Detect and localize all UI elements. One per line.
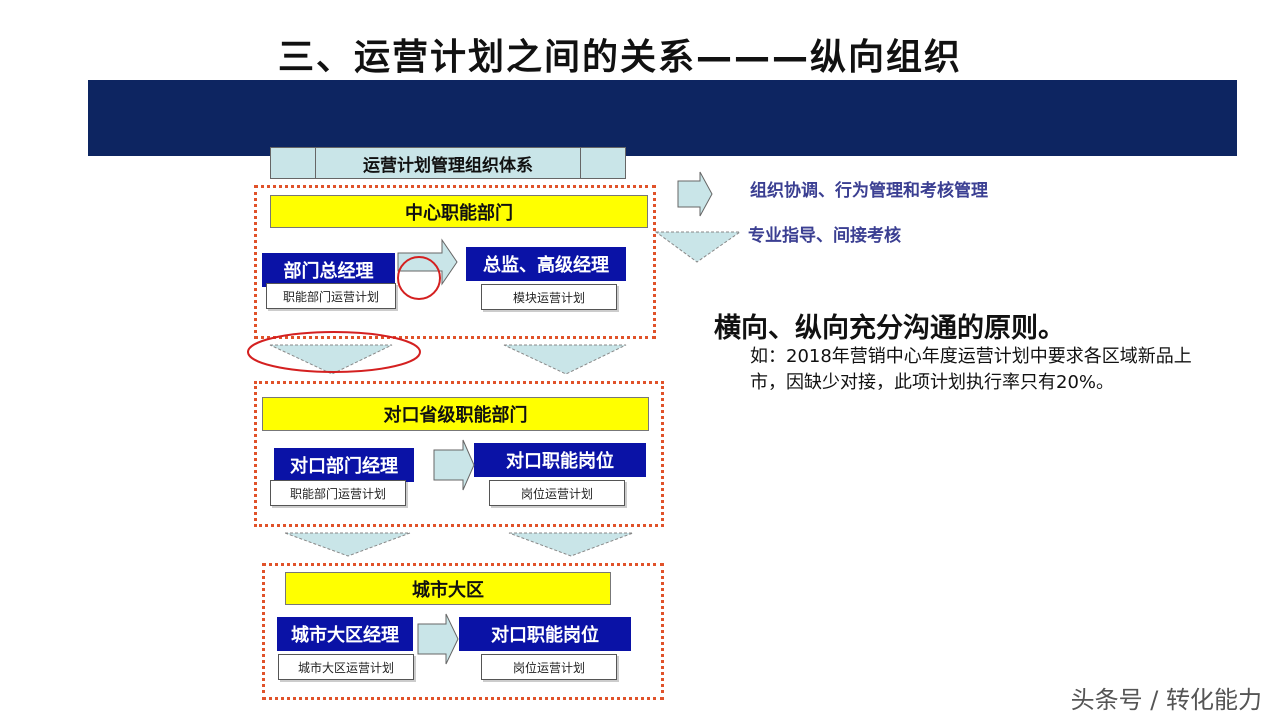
side-down-arrow-icon <box>654 231 742 263</box>
level-2-title: 对口省级职能部门 <box>262 397 649 431</box>
guidance-note: 专业指导、间接考核 <box>748 226 901 246</box>
example-text: 如：2018年营销中心年度运营计划中要求各区域新品上市，因缺少对接，此项计划执行… <box>750 346 1192 393</box>
level-3-group <box>262 563 664 700</box>
coordination-note: 组织协调、行为管理和考核管理 <box>750 181 988 201</box>
level-1-group <box>254 185 656 339</box>
communication-principle: 横向、纵向充分沟通的原则。 <box>714 313 1065 344</box>
level-3-right-plan: 岗位运营计划 <box>481 654 617 680</box>
level-2-left-plan: 职能部门运营计划 <box>270 480 406 506</box>
page-title: 三、运营计划之间的关系———纵向组织 <box>277 37 962 78</box>
level-3-title: 城市大区 <box>285 572 611 605</box>
watermark: 头条号 / 转化能力 <box>1070 686 1262 714</box>
header-divider-right <box>580 148 581 178</box>
level-1-left-role: 部门总经理 <box>262 253 395 287</box>
down-arrow-1b-icon <box>503 344 627 375</box>
org-system-label: 运营计划管理组织体系 <box>363 155 533 176</box>
down-arrow-2a-icon <box>284 532 411 557</box>
level-2-right-role: 对口职能岗位 <box>474 443 646 477</box>
level-1-right-plan: 模块运营计划 <box>481 284 617 310</box>
level-2-right-arrow-icon <box>433 439 475 491</box>
title-banner <box>88 80 1237 156</box>
level-2-left-role: 对口部门经理 <box>274 448 414 482</box>
level-1-right-role: 总监、高级经理 <box>466 247 626 281</box>
level-2-group <box>254 381 664 527</box>
level-1-title: 中心职能部门 <box>270 195 648 228</box>
level-1-left-plan: 职能部门运营计划 <box>266 283 396 309</box>
level-3-right-role: 对口职能岗位 <box>459 617 631 651</box>
down-arrow-2b-icon <box>508 532 634 557</box>
level-3-right-arrow-icon <box>417 613 459 665</box>
side-right-arrow-icon <box>677 171 713 217</box>
level-1-right-arrow-icon <box>397 238 458 286</box>
level-3-left-role: 城市大区经理 <box>277 617 413 651</box>
level-2-right-plan: 岗位运营计划 <box>489 480 625 506</box>
down-arrow-1a-icon <box>269 344 393 375</box>
highlight-ellipse-icon <box>247 331 421 373</box>
level-3-left-plan: 城市大区运营计划 <box>278 654 414 680</box>
org-system-header: 运营计划管理组织体系 <box>270 147 626 179</box>
highlight-circle-icon <box>397 256 441 300</box>
header-divider-left <box>315 148 316 178</box>
